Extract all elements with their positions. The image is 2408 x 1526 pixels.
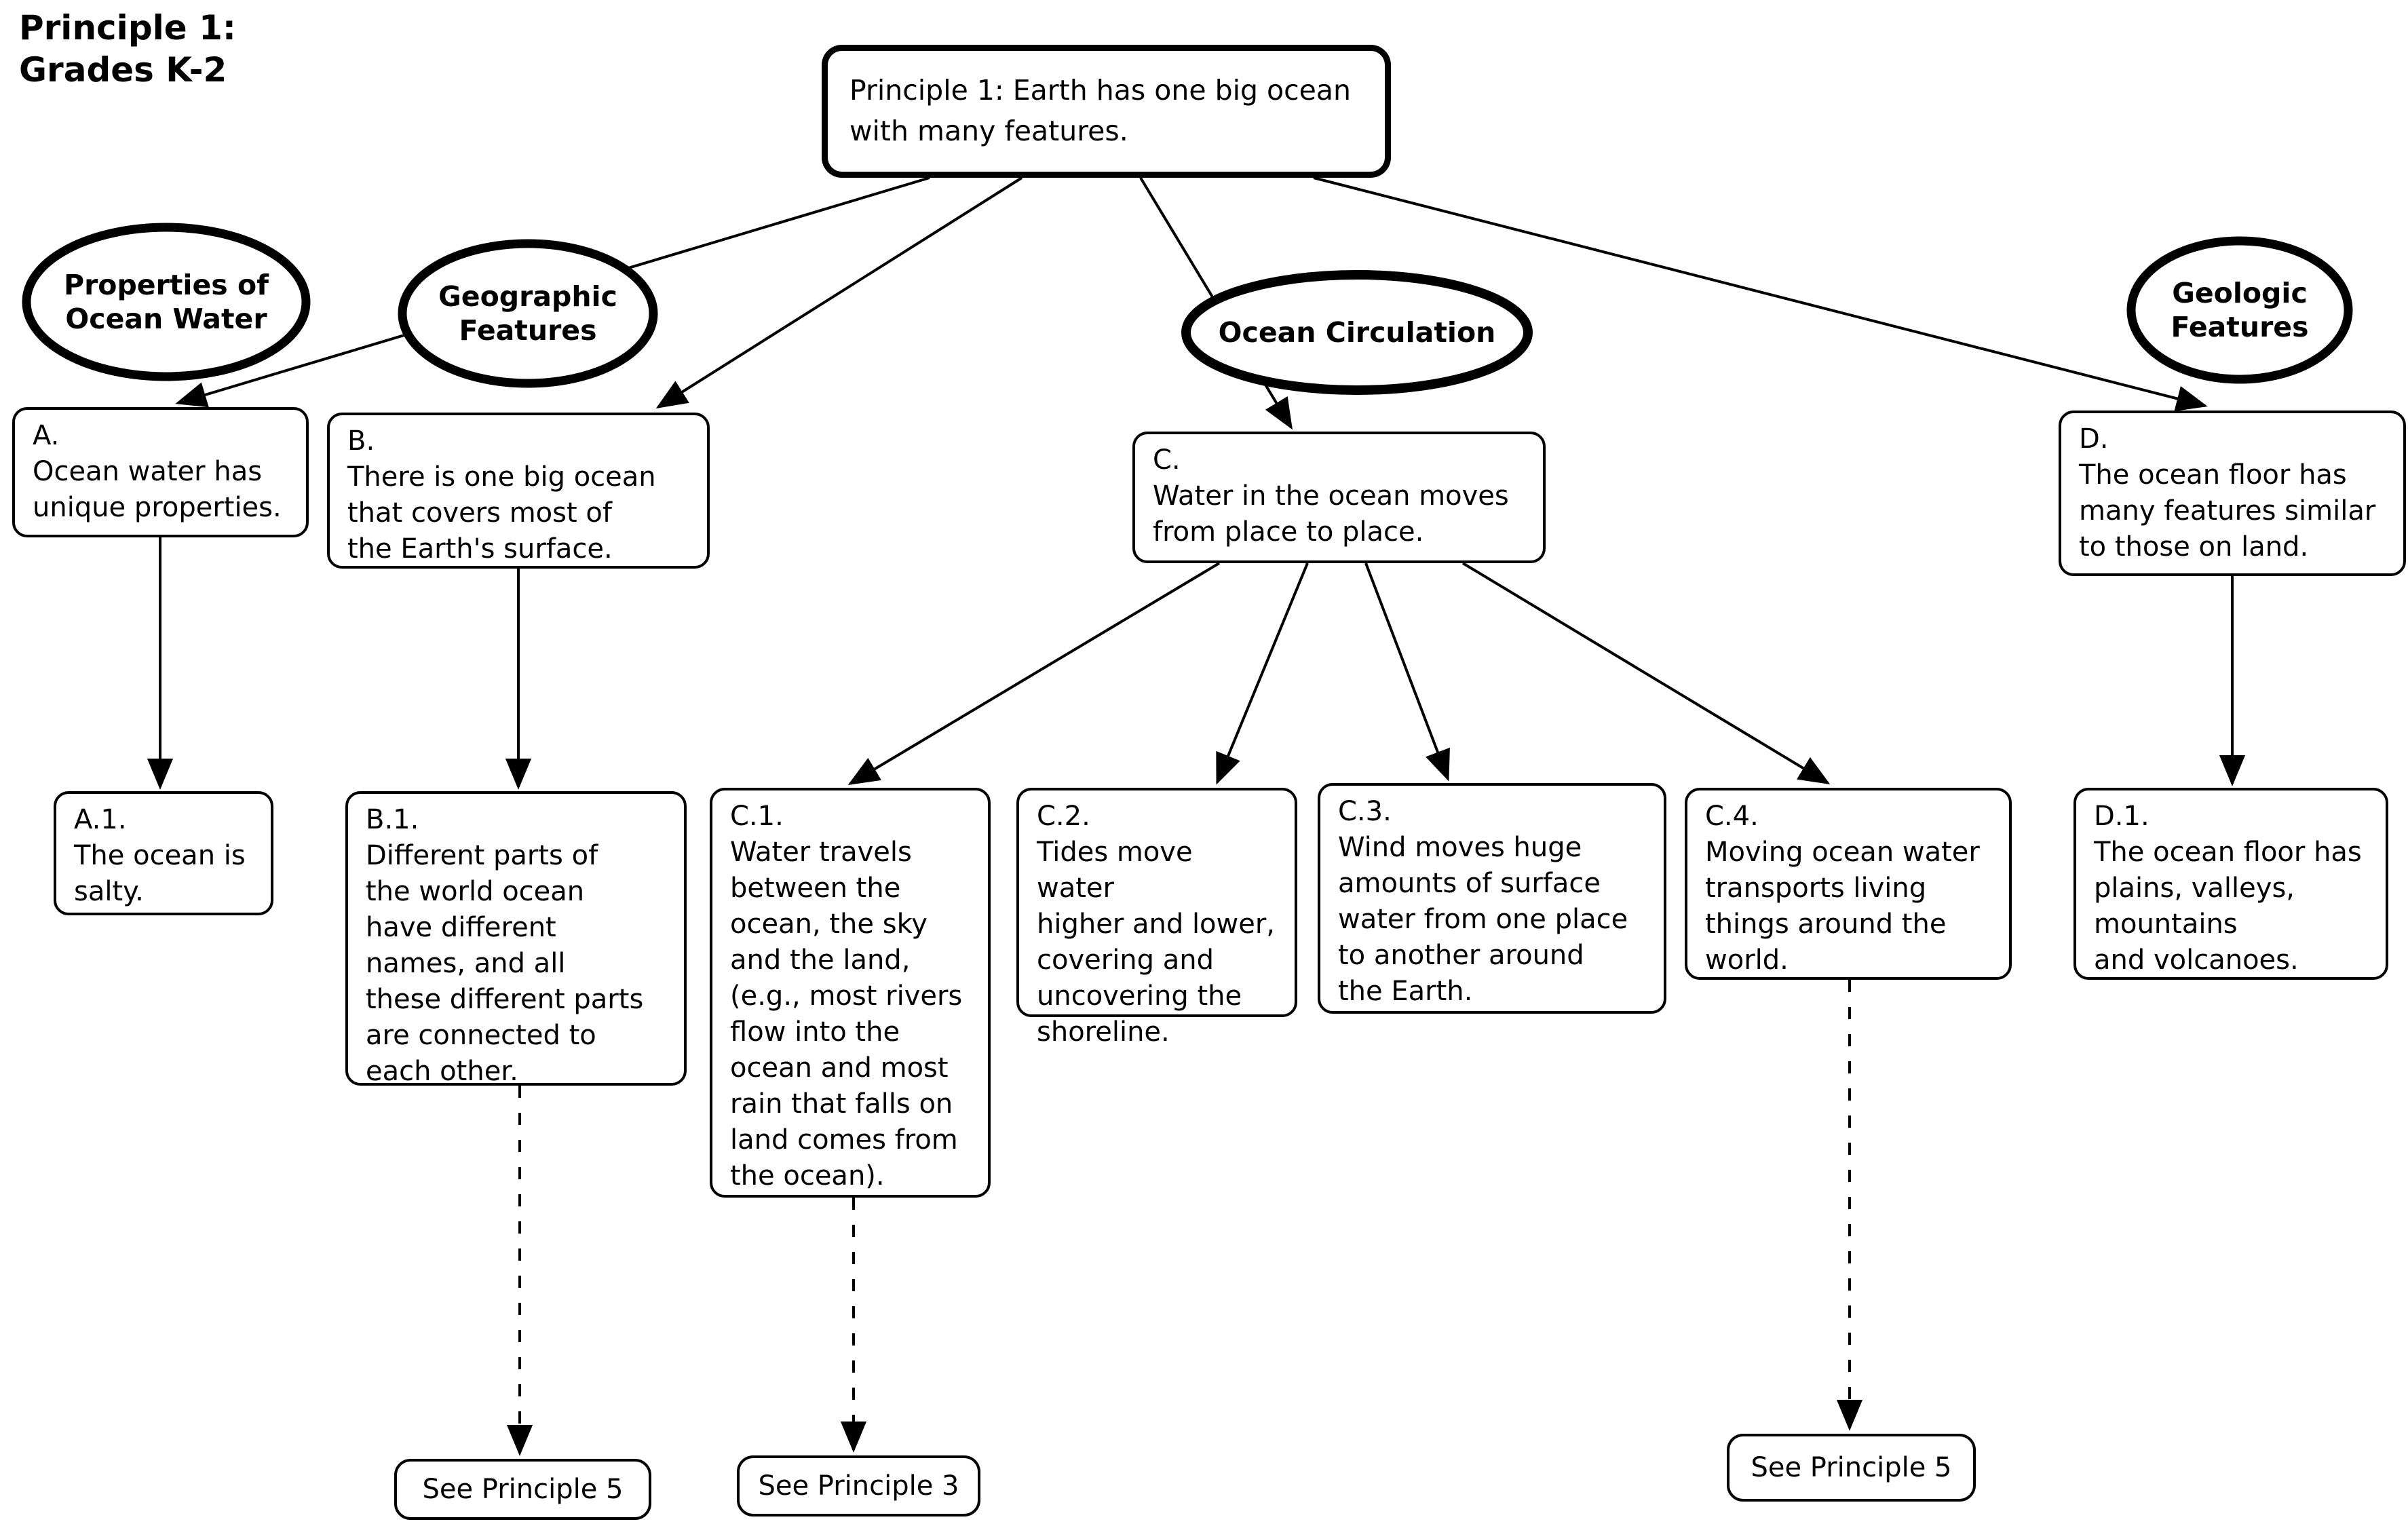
node-b: B. There is one big ocean that covers mo… [327,413,710,569]
node-a: A. Ocean water has unique properties. [12,407,309,537]
edge-c-to-c1 [847,562,1221,785]
node-c: C. Water in the ocean moves from place t… [1132,432,1546,563]
category-ellipse-geologic [2126,236,2353,384]
edge-root-to-d [1313,176,2208,412]
category-ellipse-circulation [1181,270,1533,395]
ref-see-principle-3: See Principle 3 [737,1455,980,1517]
node-b1: B.1. Different parts of the world ocean … [345,791,687,1087]
category-ellipse-geographic [398,239,658,388]
root-node-principle-1: Principle 1: Earth has one big ocean wit… [822,45,1391,178]
node-a1: A.1. The ocean is salty. [54,791,273,915]
category-ellipse-properties [22,223,311,381]
node-d1: D.1. The ocean floor has plains, valleys… [2073,788,2388,980]
node-c3: C.3. Wind moves huge amounts of surface … [1318,783,1666,1014]
page-title: Principle 1: Grades K-2 [19,8,236,90]
edge-c-to-c4 [1461,562,1831,784]
ref-see-principle-5-left: See Principle 5 [394,1459,651,1520]
ref-see-principle-5-right: See Principle 5 [1727,1434,1976,1502]
node-d: D. The ocean floor has many features sim… [2059,411,2406,576]
node-c4: C.4. Moving ocean water transports livin… [1685,788,2012,980]
node-c2: C.2. Tides move water higher and lower, … [1016,788,1297,1048]
node-c1: C.1. Water travels between the ocean, th… [710,788,991,1198]
edge-c-to-c2 [1216,562,1309,785]
edge-c-to-c3 [1364,562,1450,782]
edge-root-to-b [655,176,1023,409]
